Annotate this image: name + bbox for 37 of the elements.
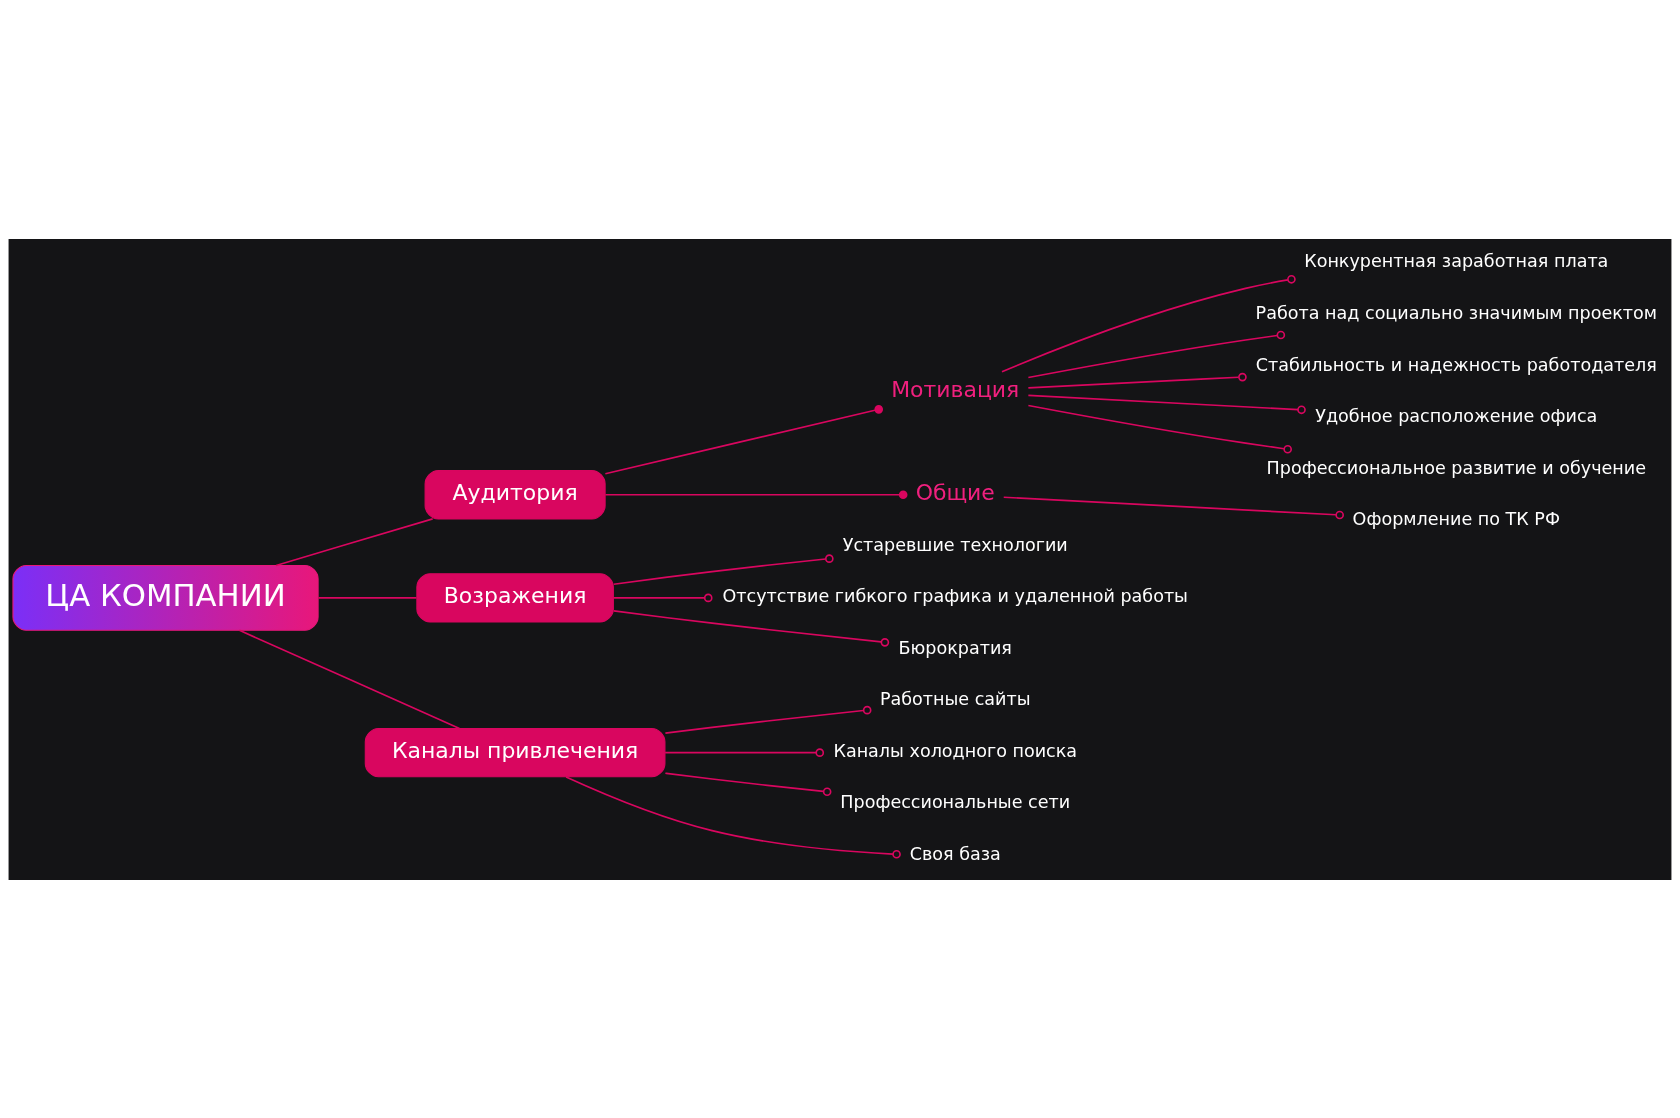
connector	[238, 629, 461, 729]
connector	[1027, 372, 1247, 389]
node-text: Профессиональные сети	[840, 791, 1071, 812]
connector	[612, 593, 713, 602]
connector	[1001, 274, 1296, 373]
connector	[664, 771, 832, 796]
node-text: Мотивация	[891, 376, 1020, 402]
node-box: Каналы привлечения	[364, 727, 666, 777]
connector	[565, 775, 901, 859]
node-text: Устаревшие технологии	[842, 534, 1068, 554]
connector	[664, 705, 872, 734]
node-text: Стабильность и надежность работодателя	[1255, 353, 1657, 374]
node-text: Бюрократия	[898, 637, 1012, 658]
connector	[1027, 394, 1306, 414]
connector	[604, 404, 884, 475]
connector	[275, 517, 434, 566]
connector	[1002, 495, 1344, 519]
connector	[604, 489, 908, 499]
connector	[1027, 404, 1292, 454]
node-text: Отсутствие гибкого графика и удаленной работы	[722, 585, 1188, 606]
node-text: Профессиональное развитие и обучение	[1266, 457, 1646, 478]
connector	[612, 553, 834, 585]
node-box: ЦА КОМПАНИИ	[12, 564, 319, 631]
node-text: Конкурентная заработная плата	[1304, 250, 1609, 271]
connector	[1027, 330, 1286, 378]
node-box: Аудитория	[424, 469, 606, 519]
node-text: Каналы холодного поиска	[833, 740, 1078, 761]
connector	[613, 609, 890, 647]
node-box: Возражения	[416, 572, 614, 623]
connector	[664, 747, 825, 757]
node-text: Оформление по ТК РФ	[1352, 508, 1561, 529]
node-text: Работа над социально значимым проектом	[1255, 302, 1657, 323]
node-text: Работные сайты	[879, 688, 1031, 709]
node-text: Своя база	[909, 843, 1001, 864]
connector	[317, 596, 418, 599]
node-text: Общие	[915, 479, 995, 505]
node-text: Удобное расположение офиса	[1315, 405, 1598, 426]
